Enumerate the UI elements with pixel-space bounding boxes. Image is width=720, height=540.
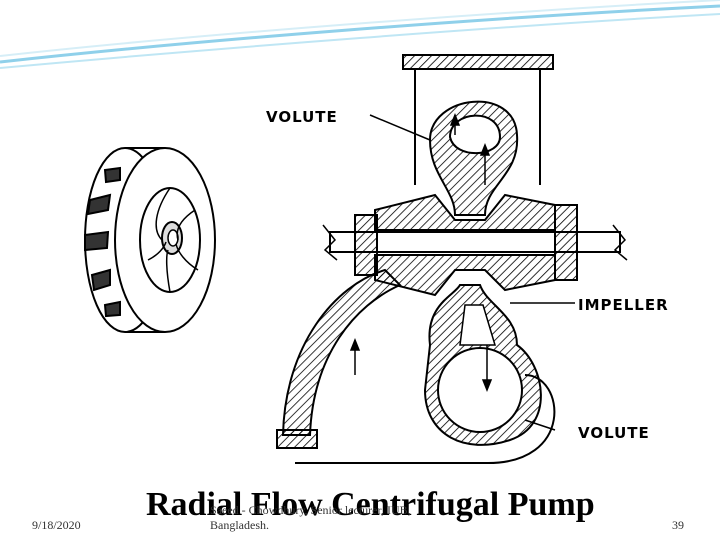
header-swoosh — [0, 0, 720, 69]
slide-date: 9/18/2020 — [32, 518, 81, 532]
slide-title: Radial Flow Centrifugal Pump — [146, 486, 595, 523]
impeller-drawing — [84, 147, 216, 333]
label-impeller: IMPELLER — [578, 296, 669, 314]
label-volute-top: VOLUTE — [266, 108, 338, 126]
slide-page-number: 39 — [672, 518, 684, 532]
label-volute-bottom: VOLUTE — [578, 424, 650, 442]
footer-credit-line2: Bangladesh. — [210, 518, 269, 532]
pump-cross-section — [276, 54, 628, 465]
footer-credit-line1: Saeed - Chowdhury, Senior lecturer, IUB, — [210, 503, 411, 517]
